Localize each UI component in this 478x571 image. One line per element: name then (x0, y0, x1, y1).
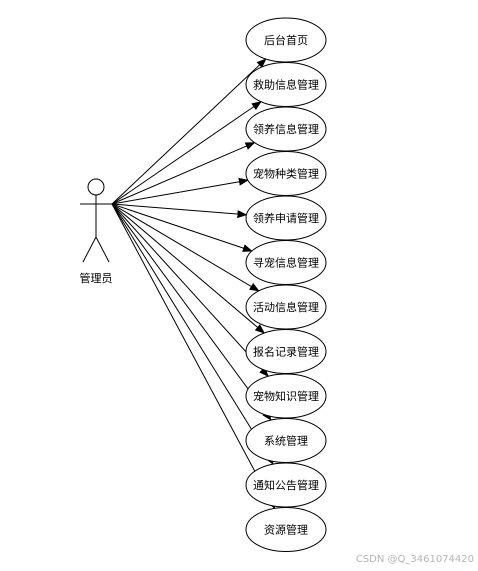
use-cases: 后台首页救助信息管理领养信息管理宠物种类管理领养申请管理寻宠信息管理活动信息管理… (245, 17, 327, 552)
use-case-label: 通知公告管理 (253, 478, 319, 492)
association-arrow (111, 142, 256, 205)
association-arrow (111, 177, 249, 205)
use-case: 通知公告管理 (245, 462, 327, 508)
stick-figure-icon (80, 178, 112, 263)
use-case: 领养信息管理 (245, 106, 327, 152)
use-case: 后台首页 (245, 17, 327, 63)
use-case: 领养申请管理 (245, 195, 327, 241)
use-case: 寻宠信息管理 (245, 240, 327, 285)
actor-label: 管理员 (80, 271, 113, 285)
use-case-ellipse (245, 507, 327, 552)
association-arrow (111, 203, 276, 510)
association-arrow (111, 203, 265, 334)
association-arrow (111, 101, 262, 205)
use-case-label: 领养信息管理 (253, 122, 319, 136)
actor-admin: 管理员 (80, 178, 113, 285)
use-case-label: 系统管理 (264, 434, 308, 448)
use-case: 救助信息管理 (245, 62, 327, 107)
use-case: 资源管理 (245, 507, 327, 552)
use-case: 报名记录管理 (245, 329, 327, 374)
use-case-label: 寻宠信息管理 (253, 256, 319, 270)
use-case: 宠物种类管理 (245, 151, 327, 196)
association-arrow (111, 203, 269, 378)
use-case-label: 后台首页 (264, 33, 308, 47)
association-arrow (111, 203, 248, 219)
use-case: 宠物知识管理 (245, 373, 327, 419)
association-arrow (111, 203, 253, 252)
association-lines (111, 58, 276, 510)
association-arrow (111, 203, 272, 421)
use-case: 活动信息管理 (245, 284, 327, 330)
use-case: 系统管理 (245, 418, 327, 463)
association-arrow (111, 203, 274, 466)
watermark: CSDN @Q_3461074420 (355, 554, 474, 565)
use-case-label: 宠物种类管理 (253, 167, 319, 181)
use-case-label: 领养申请管理 (253, 211, 319, 225)
use-case-label: 宠物知识管理 (253, 389, 319, 403)
use-case-label: 救助信息管理 (253, 78, 319, 92)
use-case-label: 活动信息管理 (253, 300, 319, 314)
association-arrow (111, 58, 267, 205)
association-arrow (111, 203, 260, 292)
use-case-label: 报名记录管理 (253, 345, 319, 359)
use-case-label: 资源管理 (264, 523, 308, 537)
